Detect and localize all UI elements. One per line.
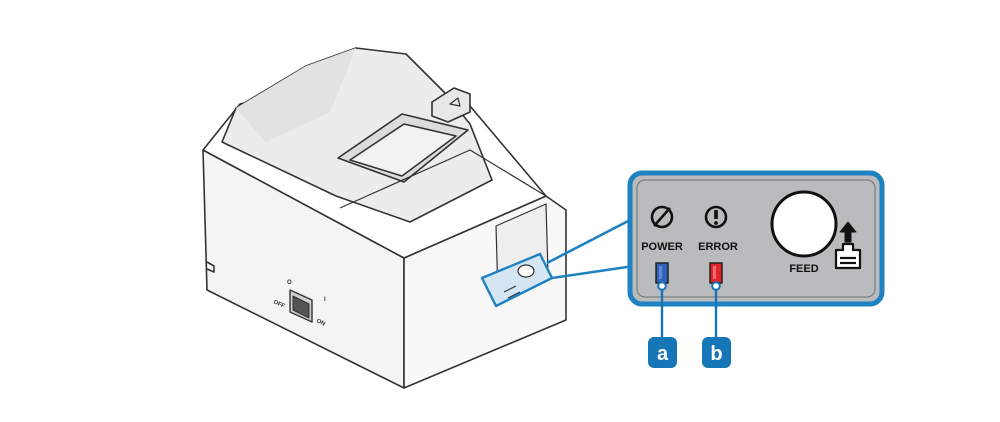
printer-illustration: OFF ON O I: [202, 47, 567, 389]
callout-badge-b: b: [702, 337, 731, 368]
cover-release-lever: [431, 87, 471, 123]
error-label: ERROR: [698, 241, 738, 253]
feed-label: FEED: [789, 263, 818, 275]
power-switch: [289, 289, 313, 323]
printer-panel-feed-button: [517, 264, 535, 278]
callout-leaders: [657, 281, 721, 338]
printer-panel-leds: [503, 285, 521, 299]
printer-top-seam: [339, 149, 547, 209]
power-led: [655, 262, 669, 284]
paper-feed-icon: [834, 221, 862, 270]
error-led: [709, 262, 723, 284]
callout-b-label: b: [710, 343, 722, 365]
cover-release-arrow: [449, 97, 461, 107]
paper-exit-slot-inner: [349, 123, 457, 177]
switch-off-label: OFF: [272, 299, 286, 310]
printer-foot-notch: [206, 261, 215, 273]
switch-off-symbol: O: [287, 280, 292, 286]
power-label: POWER: [641, 241, 683, 253]
feed-button: [770, 190, 838, 258]
control-panel: POWER ERROR FEED: [627, 170, 885, 307]
callout-badge-a: a: [648, 337, 677, 368]
control-panel-inner: [636, 179, 876, 298]
power-icon: [650, 205, 674, 229]
callout-a-label: a: [657, 343, 669, 365]
error-icon: [704, 205, 728, 229]
switch-on-symbol: I: [324, 297, 326, 303]
callout-connector: [546, 216, 635, 280]
printer-cover-highlight: [236, 48, 356, 142]
switch-on-label: ON: [315, 318, 326, 327]
